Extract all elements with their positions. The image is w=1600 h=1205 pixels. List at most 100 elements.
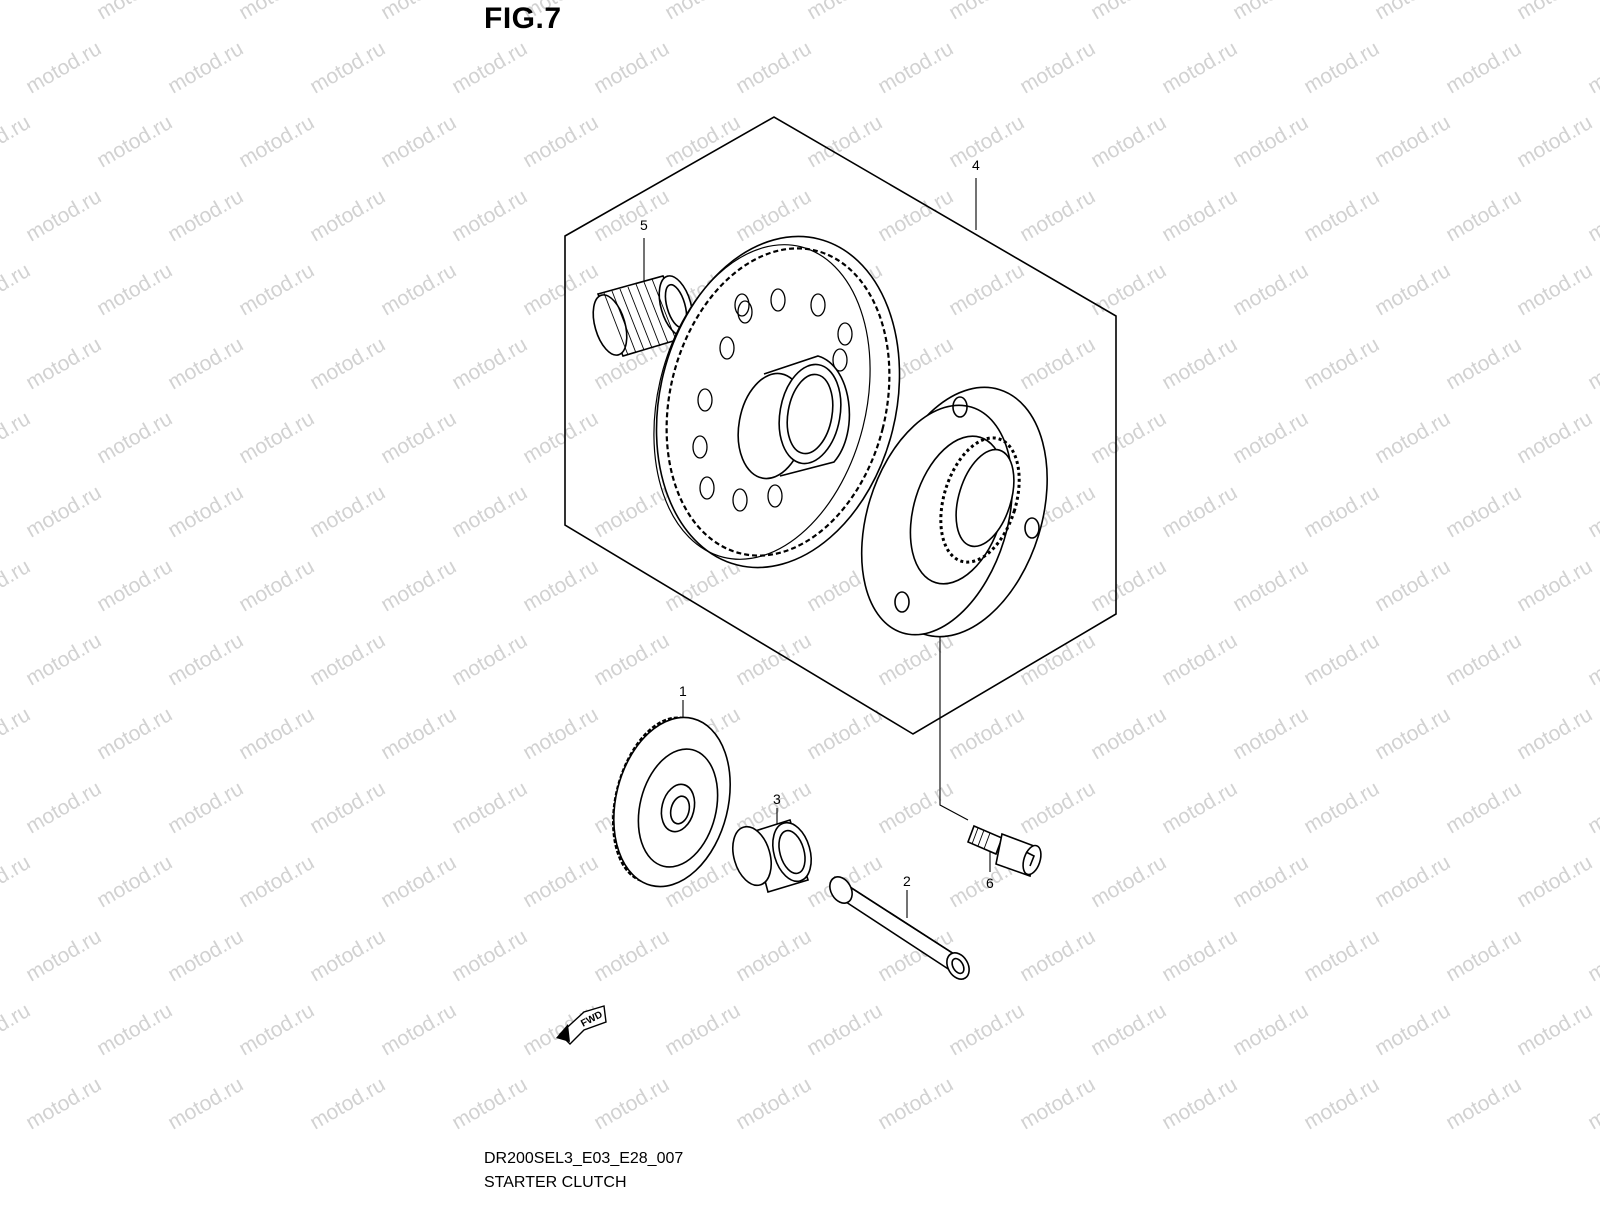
watermark-text: motod.ru (1442, 629, 1525, 690)
watermark-text: motod.ru (1513, 111, 1596, 172)
watermark-text: motod.ru (164, 777, 247, 838)
watermark-text: motod.ru (590, 629, 673, 690)
watermark-text: motod.ru (590, 1073, 673, 1134)
watermark-text: motod.ru (377, 407, 460, 468)
watermark-text: motod.ru (1229, 555, 1312, 616)
watermark-text: motod.ru (1442, 481, 1525, 542)
watermark-text: motod.ru (1300, 925, 1383, 986)
watermark-text: motod.ru (1584, 333, 1600, 394)
watermark-text: motod.ru (519, 999, 602, 1060)
watermark-text: motod.ru (519, 555, 602, 616)
watermark-text: motod.ru (1371, 851, 1454, 912)
watermark-text: motod.ru (1371, 0, 1454, 24)
watermark-text: motod.ru (1584, 1073, 1600, 1134)
watermark-text: motod.ru (1158, 481, 1241, 542)
watermark-text: motod.ru (1229, 111, 1312, 172)
watermark-text: motod.ru (1300, 481, 1383, 542)
watermark-text: motod.ru (945, 0, 1028, 24)
watermark-text: motod.ru (1016, 777, 1099, 838)
watermark-text: motod.ru (1442, 185, 1525, 246)
watermark-text: motod.ru (377, 0, 460, 24)
watermark-text: motod.ru (1513, 703, 1596, 764)
watermark-text: motod.ru (306, 629, 389, 690)
watermark-text: motod.ru (1513, 0, 1596, 24)
watermark-text: motod.ru (1229, 259, 1312, 320)
watermark-text: motod.ru (1300, 333, 1383, 394)
watermark-text: motod.ru (1016, 185, 1099, 246)
watermark-text: motod.ru (1087, 259, 1170, 320)
watermark-text: motod.ru (235, 111, 318, 172)
watermark-text: motod.ru (661, 0, 744, 24)
watermark-text: motod.ru (0, 259, 34, 320)
one-way-clutch-part (860, 386, 1048, 638)
watermark-text: motod.ru (874, 629, 957, 690)
callout-1: 1 (679, 683, 687, 699)
watermark-text: motod.ru (22, 481, 105, 542)
watermark-text: motod.ru (1371, 999, 1454, 1060)
watermark-text: motod.ru (1158, 777, 1241, 838)
watermark-text: motod.ru (235, 0, 318, 24)
watermark-text: motod.ru (732, 629, 815, 690)
watermark-text: motod.ru (164, 629, 247, 690)
watermark-text: motod.ru (1087, 851, 1170, 912)
watermark-layer: motod.ru motod.ru motod.ru motod.ru motod.ru… (0, 0, 1600, 1134)
watermark-text: motod.ru (1016, 333, 1099, 394)
watermark-text: motod.ru (1584, 629, 1600, 690)
watermark-text: motod.ru (235, 259, 318, 320)
callout-5: 5 (640, 217, 648, 233)
watermark-text: motod.ru (1158, 925, 1241, 986)
watermark-text: motod.ru (1158, 333, 1241, 394)
watermark-text: motod.ru (1300, 629, 1383, 690)
watermark-text: motod.ru (377, 259, 460, 320)
watermark-text: motod.ru (22, 333, 105, 394)
watermark-text: motod.ru (1584, 925, 1600, 986)
watermark-text: motod.ru (590, 481, 673, 542)
watermark-text: motod.ru (590, 925, 673, 986)
watermark-text: motod.ru (235, 407, 318, 468)
watermark-text: motod.ru (1158, 185, 1241, 246)
watermark-text: motod.ru (945, 259, 1028, 320)
watermark-text: motod.ru (1087, 0, 1170, 24)
watermark-text: motod.ru (93, 111, 176, 172)
watermark-text: motod.ru (448, 481, 531, 542)
watermark-text: motod.ru (945, 111, 1028, 172)
figure-title: FIG.7 (484, 2, 562, 35)
watermark-text: motod.ru (1087, 703, 1170, 764)
watermark-text: motod.ru (377, 111, 460, 172)
watermark-text: motod.ru (519, 407, 602, 468)
watermark-text: motod.ru (1371, 555, 1454, 616)
watermark-text: motod.ru (164, 481, 247, 542)
watermark-text: motod.ru (448, 185, 531, 246)
watermark-text: motod.ru (22, 925, 105, 986)
watermark-text: motod.ru (1300, 777, 1383, 838)
watermark-text: motod.ru (377, 555, 460, 616)
watermark-text: motod.ru (448, 37, 531, 98)
watermark-text: motod.ru (945, 999, 1028, 1060)
watermark-text: motod.ru (164, 1073, 247, 1134)
watermark-text: motod.ru (448, 777, 531, 838)
watermark-text: motod.ru (448, 1073, 531, 1134)
watermark-text: motod.ru (1584, 37, 1600, 98)
watermark-text: motod.ru (803, 999, 886, 1060)
watermark-text: motod.ru (1300, 37, 1383, 98)
watermark-text: motod.ru (93, 407, 176, 468)
watermark-text: motod.ru (1016, 629, 1099, 690)
watermark-text: motod.ru (448, 333, 531, 394)
fwd-arrow-icon: FWD (556, 1005, 607, 1045)
watermark-text: motod.ru (1300, 1073, 1383, 1134)
watermark-text: motod.ru (0, 0, 34, 24)
watermark-text: motod.ru (164, 185, 247, 246)
watermark-text: motod.ru (1087, 407, 1170, 468)
watermark-text: motod.ru (377, 999, 460, 1060)
watermark-text: motod.ru (1016, 37, 1099, 98)
watermark-text: motod.ru (519, 111, 602, 172)
watermark-text: motod.ru (1584, 185, 1600, 246)
watermark-text: motod.ru (22, 1073, 105, 1134)
watermark-text: motod.ru (235, 703, 318, 764)
watermark-text: motod.ru (0, 703, 34, 764)
watermark-text: motod.ru (377, 703, 460, 764)
watermark-text: motod.ru (732, 1073, 815, 1134)
watermark-text: motod.ru (1016, 1073, 1099, 1134)
